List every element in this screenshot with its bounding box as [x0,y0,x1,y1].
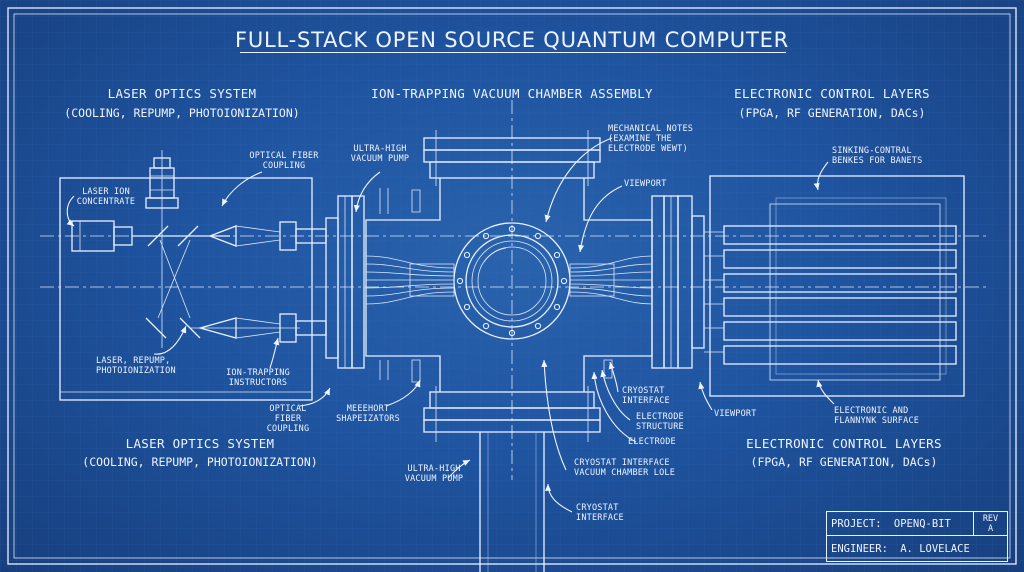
inner-border [13,13,1011,559]
label-viewport-top: VIEWPORT [624,179,667,189]
title-block: PROJECT: OPENQ-BIT REV A ENGINEER: A. LO… [826,511,1008,562]
revision-cell: REV A [973,512,1007,536]
rev-value: A [987,524,994,534]
electronic-control-subheading: (FPGA, RF GENERATION, DACs) [738,106,926,120]
project-label: PROJECT: [831,518,882,530]
laser-optics-heading-bottom: LASER OPTICS SYSTEM [125,436,275,451]
viewport-bolts [456,225,568,337]
cryostat-tube [479,432,545,572]
rev-label: REV [982,514,999,524]
electronics-enclosure [709,175,965,397]
mirror-2 [177,225,199,247]
project-value: OPENQ-BIT [893,518,951,530]
laser-optics-heading: LASER OPTICS SYSTEM [107,86,257,101]
control-boards [723,225,957,365]
laser-optics-assembly [59,150,365,401]
label-laser-repump: LASER, REPUMP,PHOTOIONIZATION [96,356,176,376]
title-block-project-row: PROJECT: OPENQ-BIT [827,512,1007,536]
chamber-heading: ION-TRAPPING VACUUM CHAMBER ASSEMBLY [371,86,653,101]
engineer-label: ENGINEER: [831,543,888,555]
electronic-control-heading-bottom: ELECTRONIC CONTROL LAYERS [746,436,942,451]
engineer-value: A. LOVELACE [900,543,970,555]
label-electrode: ELECTRODE [628,437,676,447]
mirror-3 [145,317,167,339]
laser-optics-subheading: (COOLING, REPUMP, PHOTOIONIZATION) [64,106,300,120]
right-flange-assembly [651,195,705,369]
laser-optics-subheading-bottom: (COOLING, REPUMP, PHOTOIONIZATION) [82,455,318,469]
title-block-engineer-row: ENGINEER: A. LOVELACE [827,537,973,561]
electronic-control-subheading-bottom: (FPGA, RF GENERATION, DACs) [750,455,938,469]
title-underline [240,52,786,53]
laser-enclosure [59,177,313,401]
electrode-lines-left [365,255,455,305]
electronic-control-assembly [704,175,965,397]
outer-border [7,7,1017,565]
drawing-title: FULL-STACK OPEN SOURCE QUANTUM COMPUTER [234,28,790,52]
mirror-1 [147,225,169,247]
label-viewport-bottom: VIEWPORT [714,409,757,419]
leader-arrows [66,137,835,513]
electronic-control-heading: ELECTRONIC CONTROL LAYERS [734,86,930,101]
electrode-lines-right [569,255,653,305]
